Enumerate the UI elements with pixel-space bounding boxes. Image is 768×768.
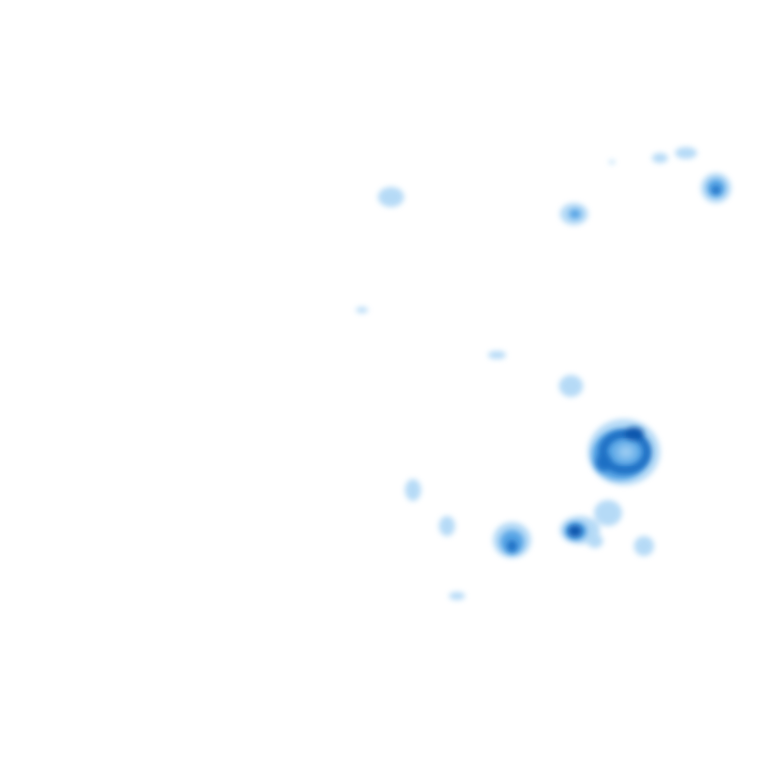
blob <box>624 427 644 441</box>
blob <box>617 445 635 459</box>
blob <box>569 209 581 219</box>
blob <box>675 147 697 159</box>
blob <box>587 534 603 548</box>
blob <box>449 592 465 600</box>
blob <box>356 307 368 313</box>
blob-layer-dark <box>507 186 720 552</box>
blob <box>596 453 612 471</box>
blob <box>652 153 668 163</box>
blob <box>568 525 582 537</box>
blob <box>634 536 654 556</box>
blob <box>507 540 517 552</box>
blob <box>439 516 455 536</box>
blob <box>488 351 506 359</box>
blob <box>405 479 421 501</box>
blob <box>559 375 583 397</box>
blob <box>609 160 615 164</box>
blob <box>378 187 404 207</box>
ring-center <box>617 445 635 459</box>
blob <box>712 186 720 194</box>
blob <box>594 500 622 526</box>
